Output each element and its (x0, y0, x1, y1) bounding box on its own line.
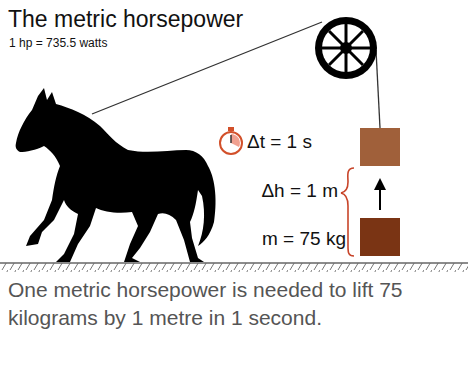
caption: One metric horsepower is needed to lift … (8, 276, 453, 332)
raised-mass (360, 128, 400, 166)
unit-definition: 1 hp = 735.5 watts (9, 36, 107, 50)
stopwatch-icon (220, 127, 242, 154)
start-mass (360, 218, 400, 256)
up-arrow (374, 178, 386, 210)
time-label: Δt = 1 s (247, 131, 312, 153)
height-label: Δh = 1 m (261, 180, 338, 202)
ground (0, 263, 468, 272)
title: The metric horsepower (8, 6, 243, 33)
mass-label: m = 75 kg (262, 228, 346, 250)
horse-silhouette (16, 88, 216, 262)
pulley-wheel (315, 17, 377, 79)
